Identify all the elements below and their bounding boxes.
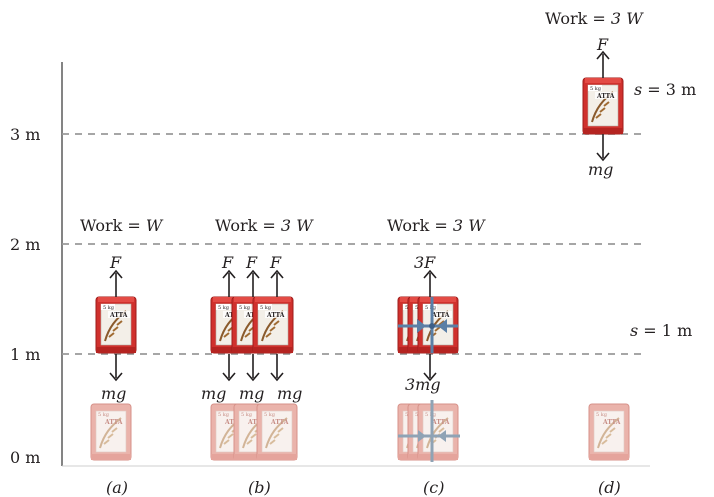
down-arrow-icon: [270, 353, 284, 381]
displacement-label-1m: s = 1 m: [630, 321, 692, 340]
displacement-label-3m: s = 3 m: [634, 80, 696, 99]
weight-label: mg: [277, 384, 302, 403]
scenario-label: (c): [423, 478, 444, 497]
force-label: F: [596, 35, 609, 54]
down-arrow-icon: [246, 353, 260, 381]
up-arrow-icon: [109, 270, 123, 298]
atta-bag-icon: [256, 403, 298, 461]
scenario-c: 3F 3mg Work = 3 W (c): [387, 216, 486, 497]
tick-label-0m: 0 m: [10, 448, 40, 467]
work-label: Work = 3 W: [545, 9, 644, 28]
scenario-a: F mg Work = W (a): [80, 216, 164, 497]
gift-ribbon-icon: [398, 297, 458, 353]
scenario-label: (d): [598, 478, 621, 497]
up-arrow-icon: [246, 270, 260, 298]
force-label: F: [269, 253, 282, 272]
up-arrow-icon: [423, 270, 437, 298]
weight-label: mg: [588, 160, 613, 179]
weight-label: mg: [239, 384, 264, 403]
force-label: F: [221, 253, 234, 272]
tick-label-3m: 3 m: [10, 125, 40, 144]
weight-label: mg: [101, 384, 126, 403]
work-label: Work = W: [80, 216, 164, 235]
force-label: F: [245, 253, 258, 272]
force-label: 3F: [414, 253, 436, 272]
up-arrow-icon: [222, 270, 236, 298]
tick-label-2m: 2 m: [10, 235, 40, 254]
work-label: Work = 3 W: [387, 216, 486, 235]
force-label: F: [109, 253, 122, 272]
atta-bag-icon: [252, 296, 294, 354]
tick-label-1m: 1 m: [10, 345, 40, 364]
down-arrow-icon: [109, 353, 123, 381]
scenario-b: F F F mg mg mg Work = 3 W (b): [201, 216, 314, 497]
work-label: Work = 3 W: [215, 216, 314, 235]
scenario-label: (a): [106, 478, 128, 497]
up-arrow-icon: [270, 270, 284, 298]
atta-bag-icon: [417, 403, 459, 461]
weight-label: mg: [201, 384, 226, 403]
gift-ribbon-icon: [398, 400, 460, 462]
atta-bag-icon: [582, 77, 624, 135]
scenario-d: F mg Work = 3 W (d): [545, 9, 644, 497]
scenario-label: (b): [248, 478, 271, 497]
atta-bag-icon: [588, 403, 630, 461]
weight-label: 3mg: [405, 375, 441, 394]
down-arrow-icon: [222, 353, 236, 381]
atta-bag-icon: [95, 296, 137, 354]
down-arrow-icon: [596, 133, 610, 161]
up-arrow-icon: [596, 51, 610, 79]
atta-bag-icon: [90, 403, 132, 461]
